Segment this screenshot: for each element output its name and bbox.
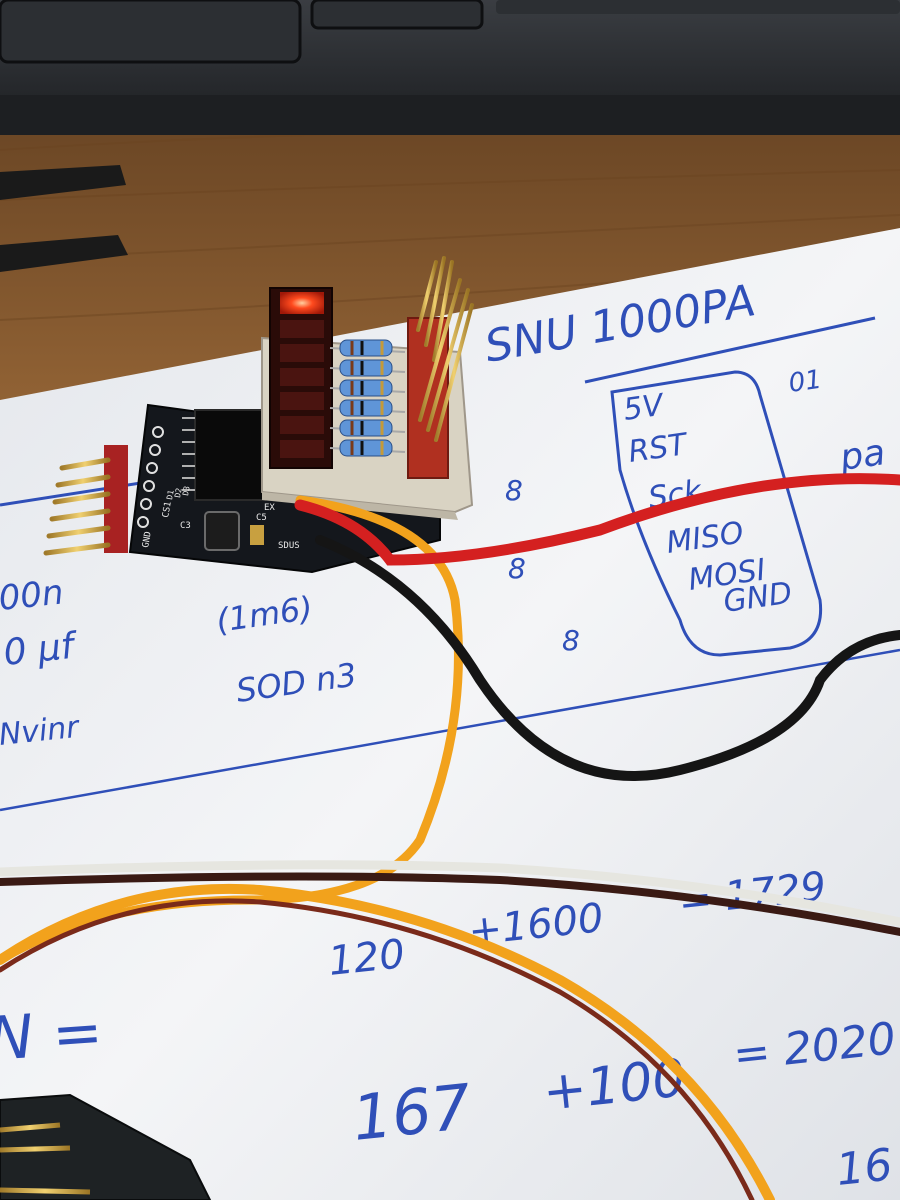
silk-gnd: GND <box>141 531 154 549</box>
silk-d3: D3 <box>181 485 192 496</box>
wires <box>0 473 900 1200</box>
note-side-pa: pa <box>837 432 888 479</box>
note-eight-2: 8 <box>508 552 526 585</box>
keyboard <box>0 0 900 135</box>
servo-cable-dark <box>0 872 900 936</box>
note-left-3: Nvinr <box>0 710 82 753</box>
capacitor <box>204 511 240 551</box>
note-side-01: 01 <box>787 365 824 399</box>
silk-c5: C5 <box>256 513 267 523</box>
ic-chip <box>194 409 266 501</box>
header-pins <box>43 445 128 556</box>
silk-c3: C3 <box>180 521 191 531</box>
note-math-5: 167 <box>349 1070 474 1155</box>
pin-header-right <box>407 256 474 479</box>
note-math-4: N = <box>0 997 105 1075</box>
note-left-1: 00n <box>0 572 65 619</box>
note-pin-5v: 5V <box>621 387 668 428</box>
led-bar-graph <box>269 287 333 469</box>
note-math-8: 16 <box>834 1139 895 1196</box>
ribbon-connector <box>0 1093 212 1200</box>
silk-d2: D2 <box>173 487 184 498</box>
note-left-2: 0 µf <box>2 625 81 674</box>
silk-ex: EX <box>264 503 275 513</box>
led-segment-lit <box>280 292 324 314</box>
servo-cable-orange <box>0 883 775 1200</box>
servo-cable-white <box>0 860 900 927</box>
note-pin-rst: RST <box>626 427 691 470</box>
resistor-array <box>329 339 406 457</box>
silk-sdus: SDUS <box>278 541 300 551</box>
red-wire <box>294 473 900 566</box>
note-math-1: 120 <box>326 931 407 985</box>
tweezers <box>0 165 128 272</box>
silk-cs1: CS1 <box>161 501 174 519</box>
note-eight-3: 8 <box>562 624 580 657</box>
silk-d1: D1 <box>165 489 176 500</box>
pad-row <box>137 426 164 528</box>
note-eight-1: 8 <box>505 474 523 507</box>
black-wire <box>315 535 900 781</box>
